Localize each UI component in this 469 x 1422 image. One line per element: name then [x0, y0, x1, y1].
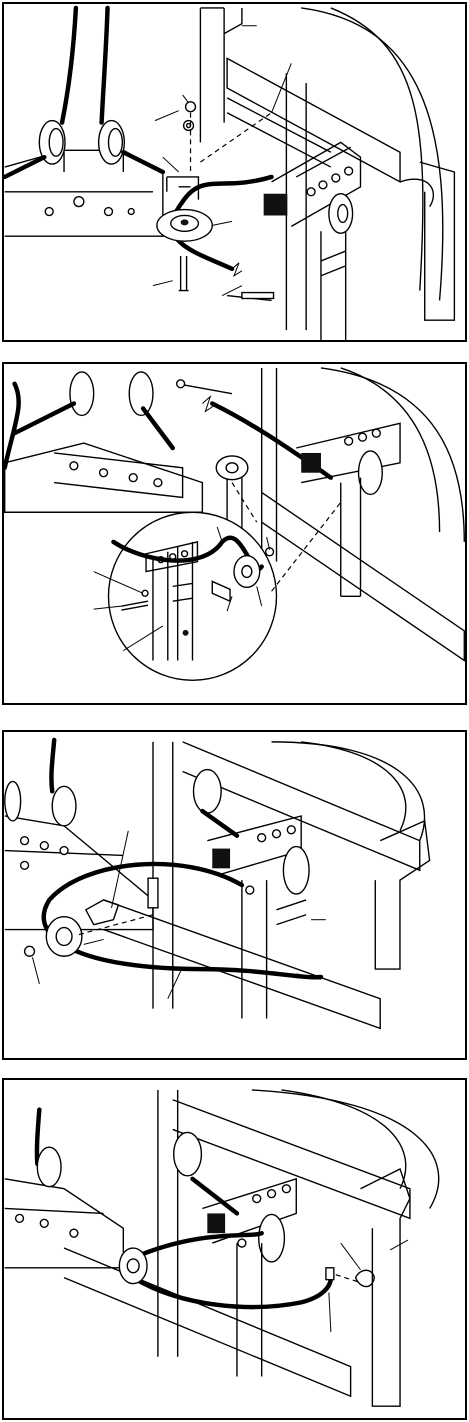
panel-2-drawing	[4, 364, 465, 703]
upright-post	[200, 8, 224, 142]
cable-right-top	[102, 8, 108, 123]
cable-top-left	[5, 384, 19, 468]
cable-end-top	[178, 384, 232, 394]
bolt	[179, 256, 189, 291]
pulley-frame	[359, 451, 383, 494]
cable-top-left	[51, 740, 54, 791]
frame-bar	[227, 58, 400, 182]
pulley-frame	[259, 1214, 285, 1261]
pulley-left	[37, 1147, 61, 1187]
frame-leg	[361, 1169, 410, 1406]
tube-opening	[264, 194, 288, 216]
cable-loop	[44, 864, 321, 977]
assembly-panel-4	[2, 1078, 467, 1420]
clip-hook	[356, 1270, 375, 1286]
assembly-panel-3	[2, 730, 467, 1060]
top-bar	[173, 1100, 410, 1219]
curved-frame	[321, 368, 464, 542]
cable-left-top	[62, 8, 76, 123]
curved-frame	[252, 1090, 439, 1209]
panel-1-drawing	[4, 4, 465, 340]
pulley-upper	[174, 1132, 202, 1175]
assembly-panel-2	[2, 362, 467, 705]
pulley-upper	[194, 770, 222, 813]
pulley-frame	[283, 847, 309, 894]
pulley-left	[70, 372, 94, 415]
pulley-bracket	[86, 900, 119, 925]
panel-3-drawing	[4, 732, 465, 1058]
assembly-panel-1	[2, 2, 467, 342]
base-frame	[5, 816, 153, 930]
base-frame	[5, 1179, 124, 1268]
pulley-left	[52, 786, 76, 826]
panel-4-drawing	[4, 1080, 465, 1418]
lower-bar	[64, 1248, 351, 1396]
cable-lower	[133, 1278, 331, 1307]
nut	[186, 102, 196, 112]
nut	[25, 946, 35, 956]
base-frame	[5, 443, 203, 512]
